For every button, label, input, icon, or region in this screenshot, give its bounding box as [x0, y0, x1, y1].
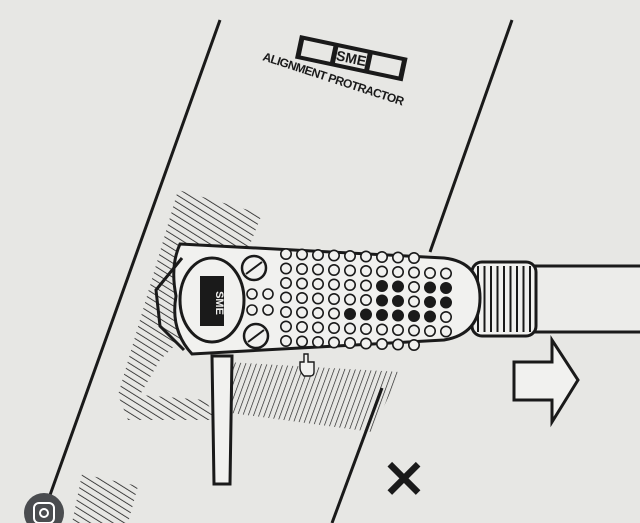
grid-dot [391, 251, 404, 264]
grid-dot [391, 338, 404, 351]
grid-dot [311, 292, 324, 305]
grid-dot [343, 278, 356, 291]
finger-lift [210, 354, 234, 486]
protractor-right-edge [428, 19, 514, 253]
grid-dot [311, 249, 324, 262]
grid-dot [407, 280, 420, 293]
cartridge-body: SME [178, 256, 246, 344]
grid-dot [327, 336, 340, 349]
grid-dot [279, 320, 292, 333]
grid-dot [295, 306, 308, 319]
grid-dot [407, 266, 420, 279]
grid-dot-filled [375, 279, 388, 292]
grid-dot-filled [375, 308, 388, 321]
grid-dot-filled [423, 310, 436, 323]
grid-dot [295, 248, 308, 261]
grid-dot [407, 252, 420, 265]
brand-text: SME [335, 47, 368, 69]
grid-dot [279, 291, 292, 304]
grid-dot-filled [391, 309, 404, 322]
side-holes [246, 288, 274, 316]
lens-search-icon [33, 502, 55, 523]
grid-dot-filled [439, 281, 452, 294]
grid-dot [327, 321, 340, 334]
grid-dot [359, 337, 372, 350]
grid-dot [391, 265, 404, 278]
grid-dot [295, 335, 308, 348]
shadow-hatch-lower [224, 362, 400, 432]
grid-dot-filled [391, 294, 404, 307]
grid-dot-filled [391, 280, 404, 293]
grid-dot-filled [375, 294, 388, 307]
mounting-screw-top [240, 254, 268, 282]
grid-dot [359, 293, 372, 306]
grid-dot [407, 324, 420, 337]
grid-dot [359, 322, 372, 335]
grid-dot [311, 277, 324, 290]
grid-dot [359, 250, 372, 263]
grid-dot [327, 263, 340, 276]
grid-dot [311, 321, 324, 334]
grid-dot [327, 307, 340, 320]
grid-dot [279, 334, 292, 347]
cartridge-nose [154, 257, 186, 352]
arm-collar [470, 260, 538, 338]
grid-dot [311, 263, 324, 276]
grid-dot [295, 277, 308, 290]
grid-dot [295, 262, 308, 275]
grid-dot [295, 291, 308, 304]
shadow-hatch-bottom [72, 474, 138, 523]
grid-dot [343, 293, 356, 306]
hand-pointer-icon [299, 353, 315, 377]
grid-dot [375, 323, 388, 336]
mounting-screw-bottom [242, 322, 270, 350]
grid-dot-filled [359, 308, 372, 321]
grid-dot-filled [423, 281, 436, 294]
grid-dot [327, 249, 340, 262]
grid-dot [439, 325, 452, 338]
grid-dot-filled [423, 295, 436, 308]
grid-dot [439, 267, 452, 280]
brand-logo: SME [295, 35, 408, 82]
grid-dot-filled [343, 307, 356, 320]
grid-dot [359, 279, 372, 292]
grid-dot [279, 276, 292, 289]
grid-dot [327, 292, 340, 305]
lens-search-button[interactable] [24, 493, 64, 523]
grid-dot [439, 310, 452, 323]
grid-dot [327, 278, 340, 291]
grid-dot [311, 306, 324, 319]
grid-dot [279, 262, 292, 275]
grid-dot [407, 338, 420, 351]
grid-dot [343, 250, 356, 263]
grid-dot [375, 251, 388, 264]
grid-dot [279, 248, 292, 261]
grid-dot-filled [439, 296, 452, 309]
headshell-dot-grid [279, 248, 452, 351]
grid-dot [375, 337, 388, 350]
direction-arrow [512, 334, 580, 428]
grid-dot [343, 336, 356, 349]
grid-dot [279, 305, 292, 318]
protractor-left-edge [38, 19, 222, 523]
grid-dot [343, 264, 356, 277]
grid-dot-filled [407, 309, 420, 322]
grid-dot [423, 324, 436, 337]
grid-dot [359, 264, 372, 277]
grid-dot [295, 320, 308, 333]
grid-dot [423, 266, 436, 279]
grid-dot [343, 322, 356, 335]
grid-dot [407, 295, 420, 308]
grid-dot [391, 323, 404, 336]
cartridge-label: SME [213, 291, 225, 315]
grid-dot [311, 335, 324, 348]
grid-dot [375, 265, 388, 278]
tonearm-tube [530, 264, 640, 334]
x-mark: × [381, 445, 428, 510]
